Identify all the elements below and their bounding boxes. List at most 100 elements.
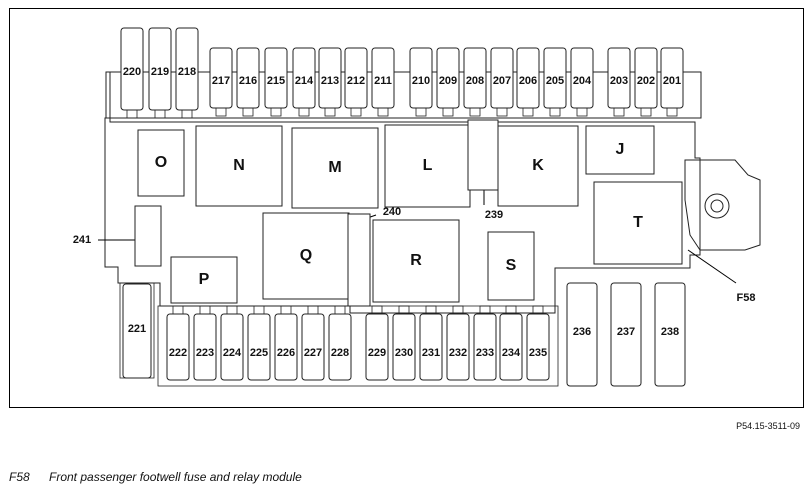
fuse-232-socket xyxy=(452,305,464,315)
fuse-206-socket xyxy=(522,107,534,117)
relay-j-label: J xyxy=(616,141,625,158)
relay-q-label: Q xyxy=(300,247,312,264)
relay-t-box xyxy=(593,181,683,265)
fuse-239-body xyxy=(467,119,499,191)
fuse-225-socket xyxy=(253,305,265,315)
fuse-221 xyxy=(122,283,152,379)
figure-caption: F58 Front passenger footwell fuse and rel… xyxy=(9,470,302,484)
module-housing xyxy=(104,72,701,314)
fuse-209-socket xyxy=(442,107,454,117)
fuse-204-label: 204 xyxy=(573,75,592,87)
fuse-215-label: 215 xyxy=(267,75,285,87)
fuse-214-label: 214 xyxy=(295,75,314,87)
fuse-227-label: 227 xyxy=(304,347,322,359)
fuse-230-label: 230 xyxy=(395,347,413,359)
fuse-233-label: 233 xyxy=(476,347,494,359)
callout-239: 239 xyxy=(485,209,503,221)
fuse-228-label: 228 xyxy=(331,347,349,359)
fuse-226-label: 226 xyxy=(277,347,295,359)
relay-r-box xyxy=(372,219,460,303)
fuse-238-label: 238 xyxy=(661,326,679,338)
relay-k-label: K xyxy=(532,157,544,174)
fuse-241-body xyxy=(134,205,162,267)
fuse-233-socket xyxy=(479,305,491,315)
fuse-219-label: 219 xyxy=(151,66,169,78)
fuse-224-socket xyxy=(226,305,238,315)
fuse-201-socket xyxy=(666,107,678,117)
relay-m-box xyxy=(291,127,379,209)
fuse-232-label: 232 xyxy=(449,347,467,359)
callout-240: 240 xyxy=(383,206,401,218)
fuse-219-socket xyxy=(154,109,166,119)
fuse-218-label: 218 xyxy=(178,66,196,78)
fuse-205-socket xyxy=(549,107,561,117)
fuse-224-label: 224 xyxy=(223,347,242,359)
fuse-220-label: 220 xyxy=(123,66,141,78)
fuse-234-socket xyxy=(505,305,517,315)
fuse-210-label: 210 xyxy=(412,75,430,87)
fuse-201-label: 201 xyxy=(663,75,681,87)
fuse-204-socket xyxy=(576,107,588,117)
relay-o-label: O xyxy=(155,154,167,171)
fuse-230-socket xyxy=(398,305,410,315)
relay-n-box xyxy=(195,125,283,207)
fuse-222-label: 222 xyxy=(169,347,187,359)
fuse-206-label: 206 xyxy=(519,75,537,87)
fuse-225-label: 225 xyxy=(250,347,268,359)
fuse-237-label: 237 xyxy=(617,326,635,338)
fuse-235-socket xyxy=(532,305,544,315)
fuse-217-label: 217 xyxy=(212,75,230,87)
fuse-228-socket xyxy=(334,305,346,315)
fuse-203-label: 203 xyxy=(610,75,628,87)
diagram-frame xyxy=(9,8,804,408)
fuse-237 xyxy=(610,282,642,387)
callout-f58: F58 xyxy=(737,292,756,304)
fuse-227-socket xyxy=(307,305,319,315)
fuse-235-label: 235 xyxy=(529,347,547,359)
fuse-229-socket xyxy=(371,305,383,315)
fuse-209-label: 209 xyxy=(439,75,457,87)
relay-r-label: R xyxy=(410,252,422,269)
fuse-226-socket xyxy=(280,305,292,315)
fuse-210-socket xyxy=(415,107,427,117)
fuse-218-socket xyxy=(181,109,193,119)
fuse-213-label: 213 xyxy=(321,75,339,87)
relay-l-label: L xyxy=(423,157,433,174)
relay-m-label: M xyxy=(328,159,341,176)
fuse-223-socket xyxy=(199,305,211,315)
relay-n-label: N xyxy=(233,157,245,174)
fuse-211-label: 211 xyxy=(374,75,392,87)
relay-k-box xyxy=(497,125,579,207)
fuse-217-socket xyxy=(215,107,227,117)
figure-reference: P54.15-3511-09 xyxy=(736,421,800,431)
fuse-205-label: 205 xyxy=(546,75,564,87)
relay-j-box xyxy=(585,125,655,175)
fuse-207-label: 207 xyxy=(493,75,511,87)
relay-t-label: T xyxy=(633,214,643,231)
fuse-231-label: 231 xyxy=(422,347,440,359)
relay-s-label: S xyxy=(506,257,517,274)
caption-code: F58 xyxy=(9,470,30,484)
fuse-222-socket xyxy=(172,305,184,315)
fuse-215-socket xyxy=(270,107,282,117)
fuse-231-socket xyxy=(425,305,437,315)
relay-l-box xyxy=(384,124,471,208)
fuse-236 xyxy=(566,282,598,387)
fuse-223-label: 223 xyxy=(196,347,214,359)
relay-p-label: P xyxy=(199,271,210,288)
fuse-202-label: 202 xyxy=(637,75,655,87)
fuse-236-label: 236 xyxy=(573,326,591,338)
fuse-216-label: 216 xyxy=(239,75,257,87)
fuse-220-socket xyxy=(126,109,138,119)
fuse-203-socket xyxy=(613,107,625,117)
fuse-208-socket xyxy=(469,107,481,117)
fuse-202-socket xyxy=(640,107,652,117)
callout-241: 241 xyxy=(73,234,91,246)
relay-p-box xyxy=(170,256,238,304)
caption-text: Front passenger footwell fuse and relay … xyxy=(49,470,302,484)
fuse-240-body xyxy=(347,213,371,307)
fuse-207-socket xyxy=(496,107,508,117)
mounting-bracket xyxy=(684,159,761,251)
relay-o-box xyxy=(137,129,185,197)
